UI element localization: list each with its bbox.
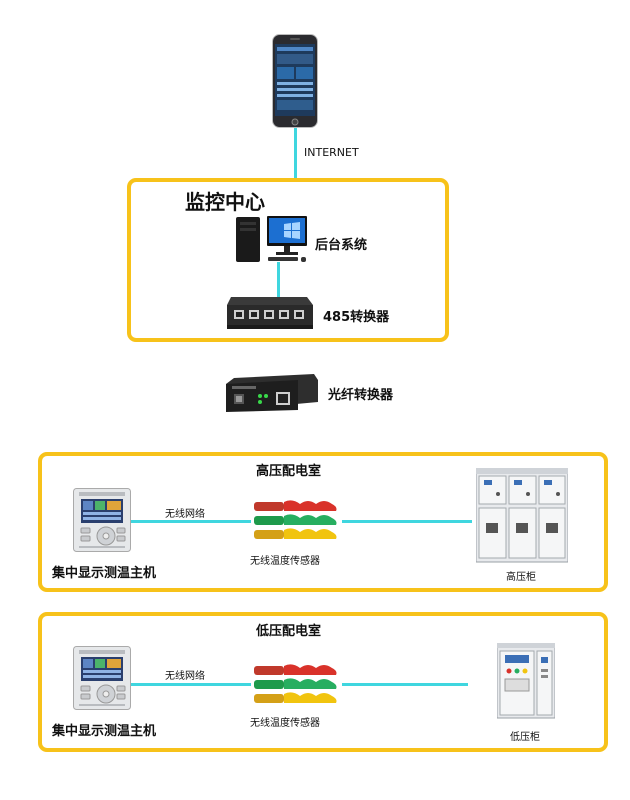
backend-system-label: 后台系统 — [315, 238, 368, 253]
temperature-sensor-icon — [252, 498, 342, 544]
wireless-connector-high — [131, 520, 251, 523]
smartphone-icon — [272, 34, 318, 128]
fiber-converter-icon — [224, 372, 320, 416]
wireless-label-low: 无线网络 — [165, 671, 205, 682]
network-switch-icon — [225, 295, 315, 331]
temperature-sensor-icon — [252, 662, 342, 708]
monitor-center-title: 监控中心 — [185, 190, 265, 214]
cabinet-label-low: 低压柜 — [510, 732, 540, 743]
sensor-label-low: 无线温度传感器 — [250, 718, 320, 729]
internet-connector — [294, 128, 297, 180]
switchgear-cabinet-icon — [497, 643, 555, 719]
display-host-icon — [73, 488, 131, 552]
host-label-low: 集中显示测温主机 — [52, 724, 157, 739]
low-voltage-room-title: 低压配电室 — [256, 624, 322, 639]
cabinet-connector-low — [342, 683, 468, 686]
desktop-computer-icon — [234, 214, 310, 264]
wireless-label-high: 无线网络 — [165, 509, 205, 520]
high-voltage-room-title: 高压配电室 — [256, 464, 322, 479]
backend-switch-connector — [277, 262, 280, 300]
switchgear-cabinet-icon — [476, 468, 568, 564]
cabinet-connector-high — [342, 520, 472, 523]
cabinet-label-high: 高压柜 — [506, 572, 536, 583]
internet-label: INTERNET — [304, 146, 359, 159]
wireless-connector-low — [131, 683, 251, 686]
fiber-converter-label: 光纤转换器 — [328, 388, 394, 403]
host-label-high: 集中显示测温主机 — [52, 566, 157, 581]
converter-485-label: 485转换器 — [323, 310, 390, 325]
sensor-label-high: 无线温度传感器 — [250, 556, 320, 567]
display-host-icon — [73, 646, 131, 710]
